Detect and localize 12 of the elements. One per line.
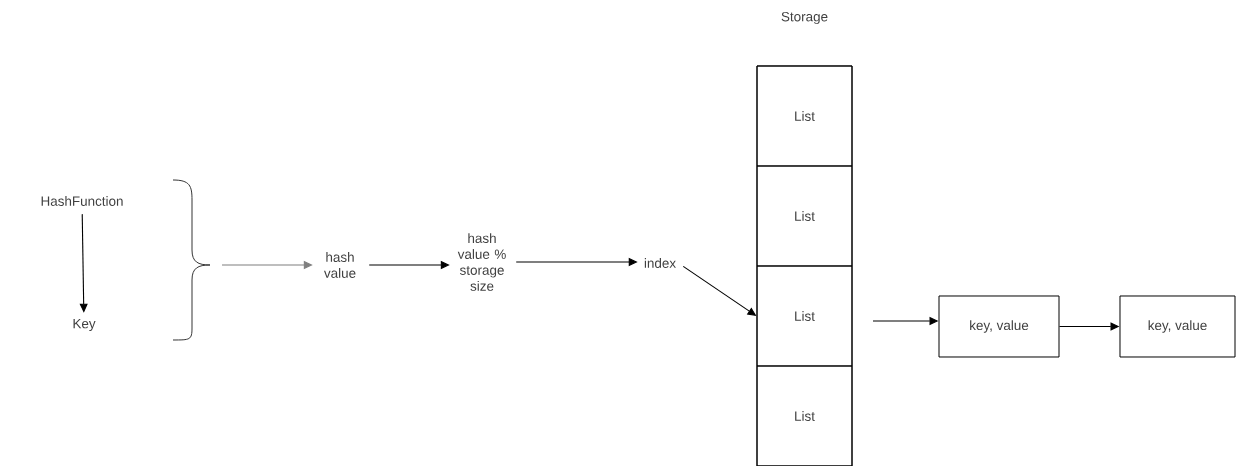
list-box: List bbox=[756, 365, 853, 466]
list-box: List bbox=[756, 265, 853, 367]
key-value-box: key, value bbox=[1119, 295, 1236, 358]
node-text: Key bbox=[73, 318, 96, 331]
node-text: hash value bbox=[324, 252, 356, 278]
node-text: index bbox=[644, 258, 676, 268]
node-text: HashFunction bbox=[41, 196, 123, 206]
node-label: Storage bbox=[781, 11, 828, 25]
list-box: List bbox=[756, 65, 853, 167]
node-text: hash value % storage size bbox=[457, 233, 506, 291]
list-box: List bbox=[756, 165, 853, 267]
key-value-box: key, value bbox=[938, 295, 1060, 358]
